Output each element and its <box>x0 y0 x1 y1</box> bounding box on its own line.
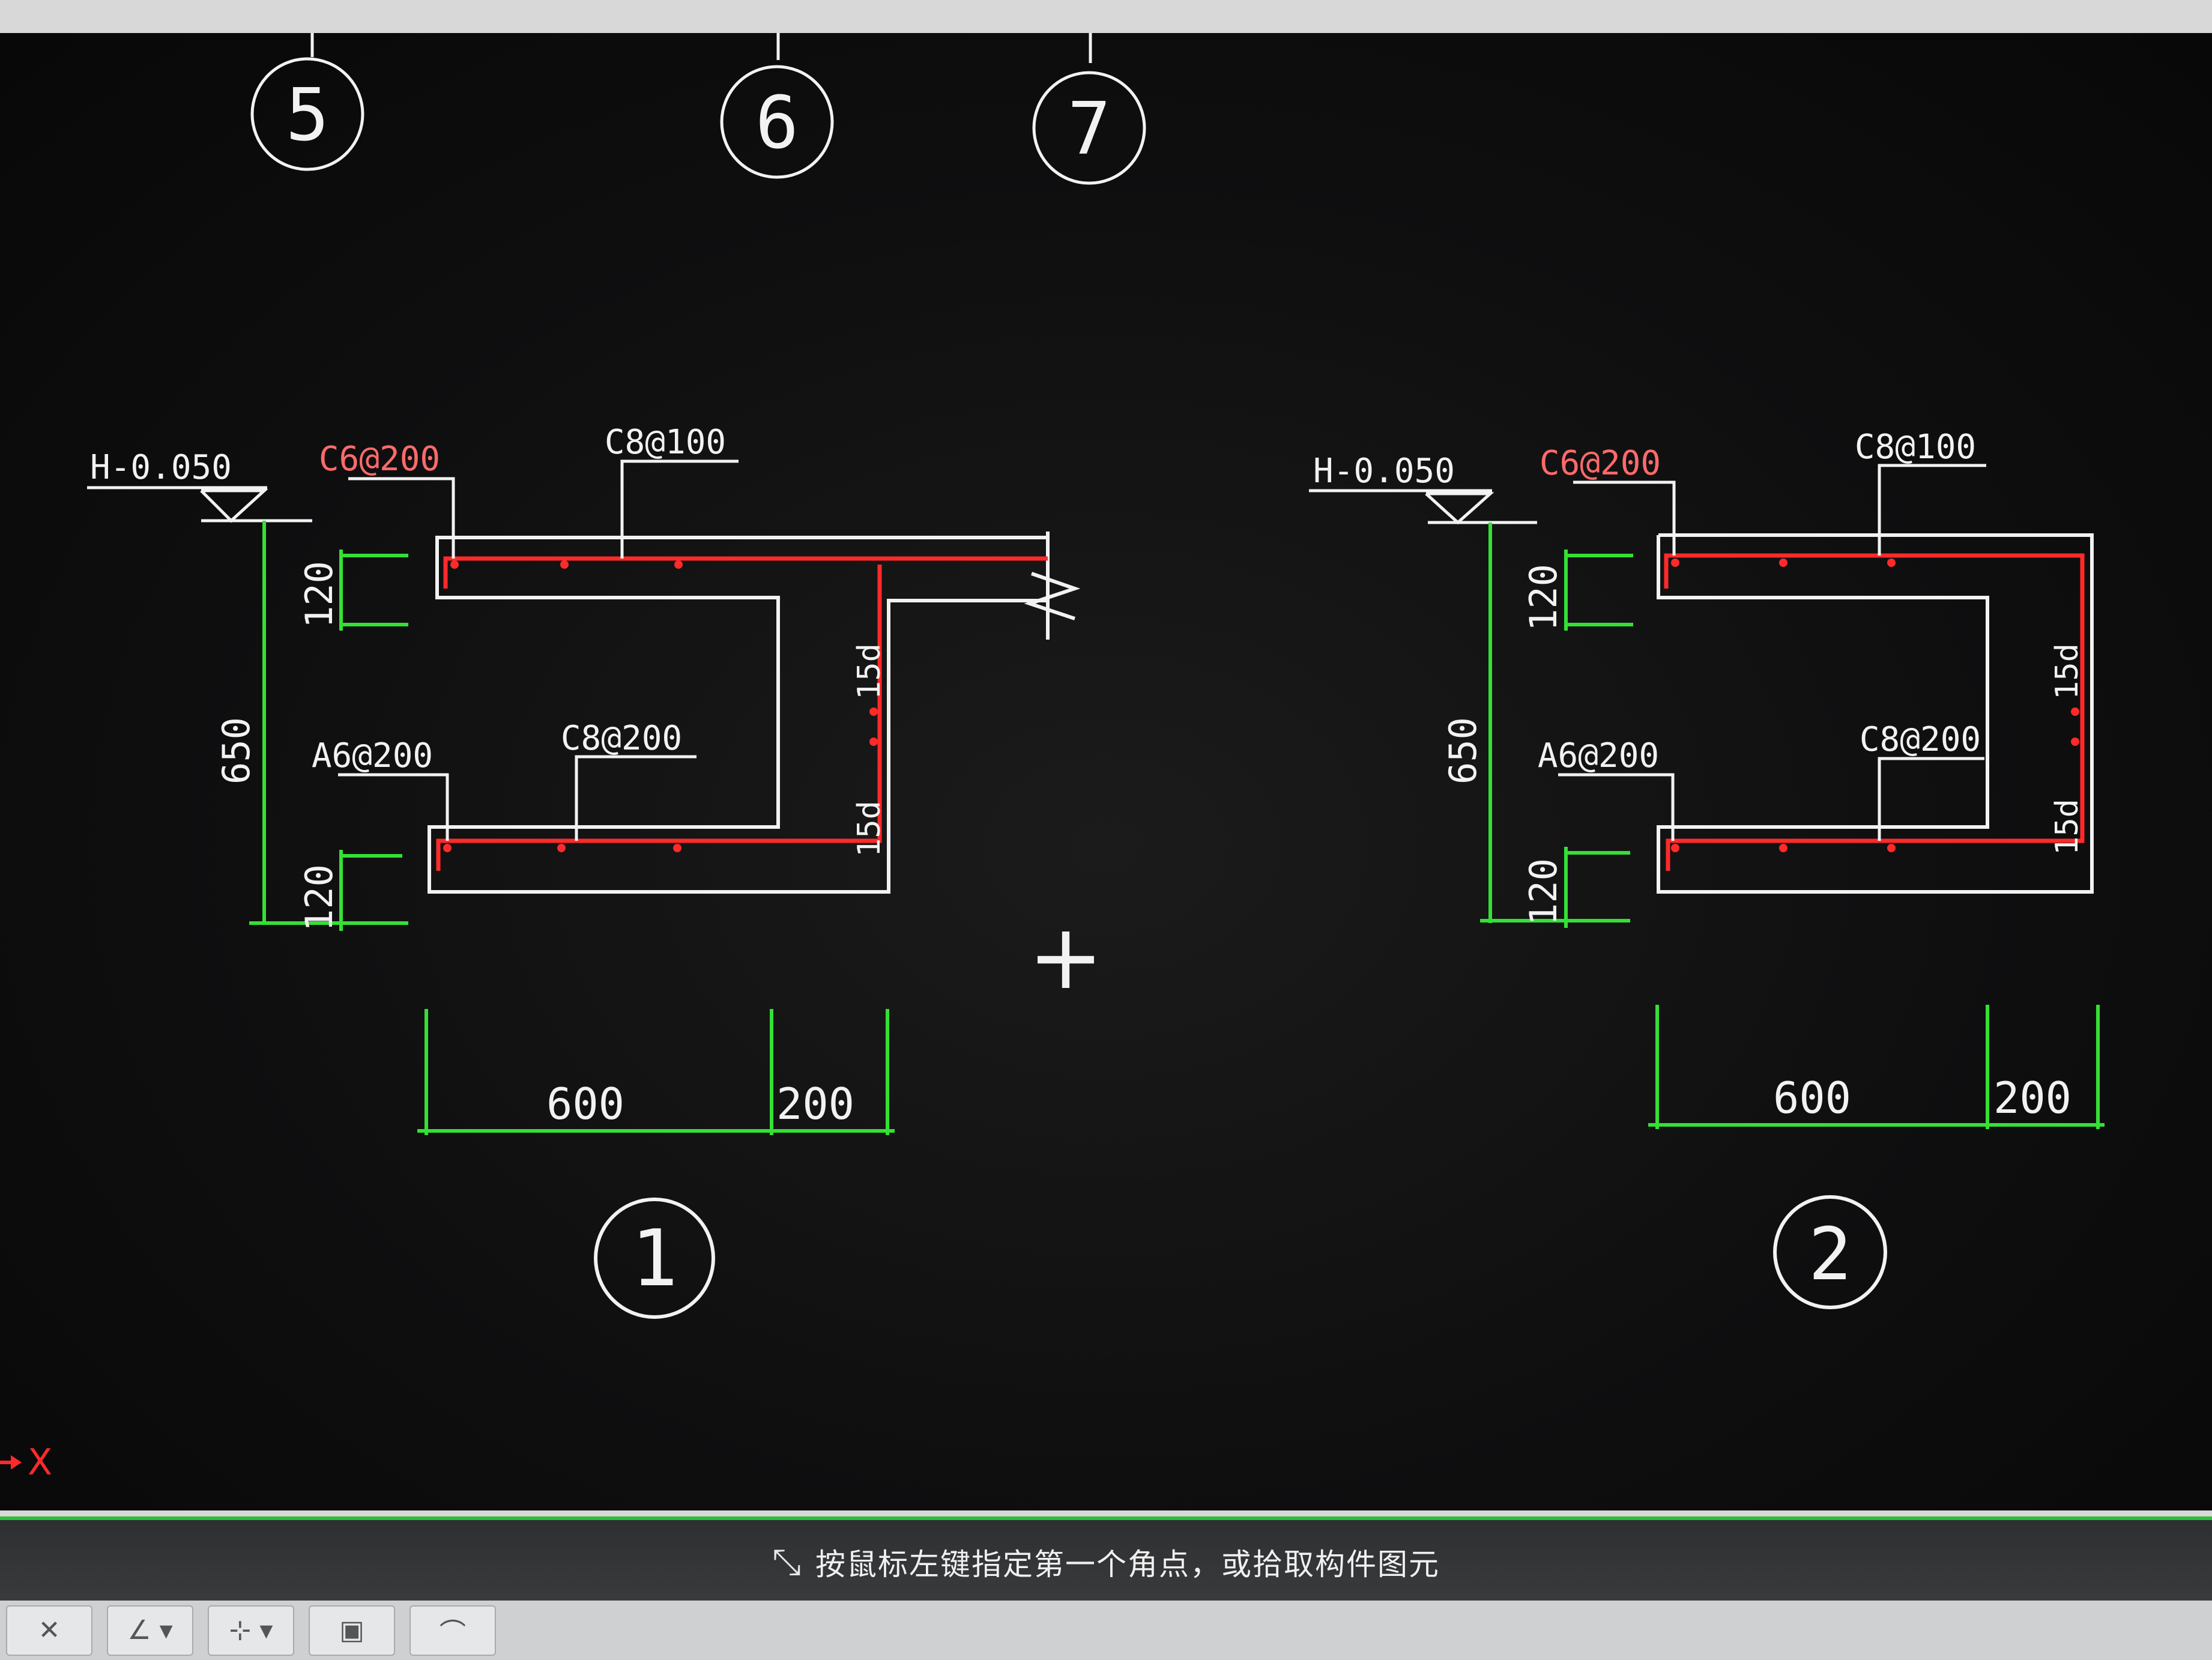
leaders <box>338 459 739 841</box>
leaders <box>1558 464 1986 841</box>
dim-top-thickness: 120 <box>1522 564 1565 631</box>
view-icon[interactable]: ▣ <box>309 1605 395 1656</box>
level-label: H-0.050 <box>1313 452 1455 491</box>
ucs-x-label: X <box>28 1441 52 1483</box>
dim-width-b: 200 <box>1993 1073 2071 1123</box>
anchor-label-upper: 15d <box>2049 643 2085 700</box>
dim-bottom-thickness: 120 <box>297 864 341 931</box>
rebar-label-bottom-right: C8@200 <box>1860 720 1981 759</box>
break-line <box>1024 532 1081 640</box>
rebar <box>1664 553 2085 871</box>
axis-circle-7 <box>1032 71 1146 185</box>
rebar-label-top-right: C8@100 <box>1855 428 1976 467</box>
rebar-label-bottom-left: A6@200 <box>312 736 433 775</box>
level-marker <box>87 486 312 523</box>
snap-icon[interactable]: ⊹ ▾ <box>208 1605 294 1656</box>
rebar-label-bottom-left: A6@200 <box>1538 736 1659 775</box>
command-prompt-text: 按鼠标左键指定第一个角点，或拾取构件图元 <box>815 1547 1440 1582</box>
concrete-outline <box>1657 533 2094 894</box>
crosshair-cursor: + <box>1028 905 1104 1010</box>
dim-bottom-thickness: 120 <box>1522 858 1565 925</box>
anchor-label-lower: 15d <box>851 801 887 857</box>
rebar <box>436 556 1048 871</box>
dimensions <box>249 521 895 1135</box>
dim-width-a: 600 <box>546 1079 624 1129</box>
level-marker <box>1309 489 1537 525</box>
anchor-label-upper: 15d <box>851 643 887 700</box>
drawing-canvas[interactable]: 5 6 7 H-0.050 <box>0 33 2212 1510</box>
detail-id-circle <box>1773 1195 1887 1309</box>
dim-width-b: 200 <box>776 1079 854 1129</box>
axis-circle-5 <box>250 57 364 171</box>
pick-point-icon: ⤡ <box>772 1541 801 1583</box>
axis-markers <box>250 33 1146 185</box>
close-icon[interactable]: ✕ <box>6 1605 92 1656</box>
dimensions <box>1480 523 2105 1129</box>
command-line[interactable]: ⤡ 按鼠标左键指定第一个角点，或拾取构件图元 <box>0 1516 2212 1604</box>
angle-icon[interactable]: ∠ ▾ <box>107 1605 193 1656</box>
detail-1[interactable]: H-0.050 <box>87 423 1081 1319</box>
rebar-label-top-left: C6@200 <box>1540 444 1661 483</box>
dim-height: 650 <box>1441 717 1485 784</box>
rebar-label-top-right: C8@100 <box>605 423 726 462</box>
status-toolbar: ✕ ∠ ▾ ⊹ ▾ ▣ ⌒ <box>0 1601 2212 1660</box>
rebar-label-top-left: C6@200 <box>319 440 440 479</box>
ucs-icon: X <box>0 1441 52 1483</box>
detail-id-circle <box>594 1198 715 1319</box>
cad-drawing: 5 6 7 H-0.050 <box>0 33 2105 1483</box>
axis-label-5: 5 <box>286 74 329 157</box>
dim-top-thickness: 120 <box>297 561 341 628</box>
axis-label-7: 7 <box>1068 88 1111 171</box>
rebar-dots <box>443 560 878 852</box>
detail-2[interactable]: H-0.050 <box>1309 428 2105 1309</box>
level-label: H-0.050 <box>90 448 232 487</box>
arc-icon[interactable]: ⌒ <box>409 1605 496 1656</box>
rebar-dots <box>1671 559 2079 852</box>
axis-label-6: 6 <box>755 82 799 165</box>
rebar-label-bottom-right: C8@200 <box>561 719 682 758</box>
dim-height: 650 <box>214 717 258 784</box>
axis-circle-6 <box>720 65 834 179</box>
dim-width-a: 600 <box>1773 1073 1851 1123</box>
concrete-outline <box>428 536 1050 894</box>
detail-id-label: 1 <box>631 1213 678 1304</box>
anchor-label-lower: 15d <box>2049 799 2085 855</box>
detail-id-label: 2 <box>1809 1213 1852 1297</box>
